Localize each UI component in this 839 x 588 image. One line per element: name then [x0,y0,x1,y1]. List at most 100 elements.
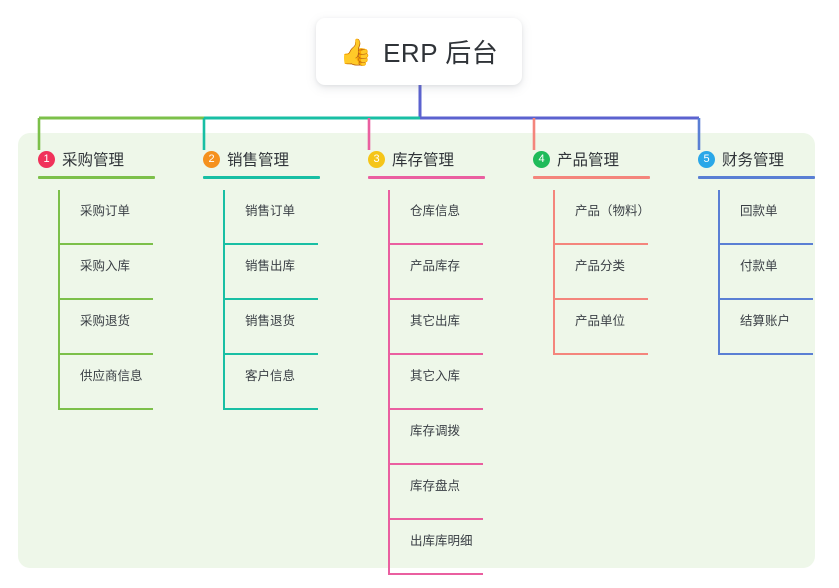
item-connector [718,245,720,300]
item-connector [58,355,60,410]
module-item[interactable]: 库存调拨 [388,410,518,465]
item-underline [388,298,483,300]
item-label: 供应商信息 [80,369,143,383]
modules-panel [18,133,815,568]
module-header-2[interactable]: 2 销售管理 [203,148,353,170]
root-node-content: 👍 ERP 后台 [340,33,499,70]
item-underline [388,408,483,410]
module-item[interactable]: 产品单位 [553,300,683,355]
item-underline [388,243,483,245]
module-column-2: 2 销售管理销售订单销售出库销售退货客户信息 [203,148,353,410]
item-connector [718,190,720,245]
module-item[interactable]: 结算账户 [718,300,839,355]
item-underline [553,353,648,355]
item-underline [388,463,483,465]
item-underline [223,353,318,355]
module-title: 销售管理 [227,152,290,169]
item-connector [223,190,225,245]
module-item[interactable]: 库存盘点 [388,465,518,520]
item-label: 销售退货 [245,314,296,328]
module-item[interactable]: 采购退货 [58,300,188,355]
module-header-3[interactable]: 3 库存管理 [368,148,518,170]
item-label: 付款单 [740,259,778,273]
module-item[interactable]: 产品分类 [553,245,683,300]
item-underline [718,298,813,300]
item-label: 产品（物料） [575,204,651,218]
item-connector [388,410,390,465]
item-connector [388,245,390,300]
item-label: 仓库信息 [410,204,461,218]
module-item[interactable]: 仓库信息 [388,190,518,245]
item-label: 库存调拨 [410,424,461,438]
item-connector [388,355,390,410]
item-underline [388,573,483,575]
module-item[interactable]: 付款单 [718,245,839,300]
module-item[interactable]: 回款单 [718,190,839,245]
item-label: 回款单 [740,204,778,218]
module-number-badge: 2 [203,150,220,168]
item-connector [553,245,555,300]
item-underline [58,353,153,355]
item-label: 客户信息 [245,369,296,383]
item-label: 产品分类 [575,259,626,273]
module-underline [368,176,485,179]
module-underline [698,176,815,179]
module-item[interactable]: 采购入库 [58,245,188,300]
item-underline [58,298,153,300]
module-item[interactable]: 其它入库 [388,355,518,410]
root-node[interactable]: 👍 ERP 后台 [316,18,522,85]
item-underline [718,353,813,355]
item-underline [223,243,318,245]
module-title: 库存管理 [392,152,455,169]
item-connector [718,300,720,355]
module-item[interactable]: 供应商信息 [58,355,188,410]
item-connector [223,245,225,300]
module-column-3: 3 库存管理仓库信息产品库存其它出库其它入库库存调拨库存盘点出库库明细 [368,148,518,575]
module-item[interactable]: 客户信息 [223,355,353,410]
module-underline [203,176,320,179]
module-item[interactable]: 采购订单 [58,190,188,245]
item-connector [223,300,225,355]
module-item[interactable]: 产品（物料） [553,190,683,245]
thumbs-up-icon: 👍 [339,36,373,67]
item-underline [718,243,813,245]
item-label: 其它入库 [410,369,461,383]
module-number-badge: 1 [38,150,55,168]
module-items: 销售订单销售出库销售退货客户信息 [223,190,353,410]
item-connector [223,355,225,410]
module-item[interactable]: 销售出库 [223,245,353,300]
module-items: 采购订单采购入库采购退货供应商信息 [58,190,188,410]
module-number-badge: 4 [533,150,550,168]
item-connector [553,300,555,355]
module-underline [533,176,650,179]
item-label: 采购退货 [80,314,131,328]
item-connector [388,190,390,245]
item-connector [388,300,390,355]
module-items: 仓库信息产品库存其它出库其它入库库存调拨库存盘点出库库明细 [388,190,518,575]
item-label: 产品库存 [410,259,461,273]
item-connector [553,190,555,245]
item-connector [58,245,60,300]
item-connector [388,520,390,575]
module-number-badge: 3 [368,150,385,168]
module-item[interactable]: 产品库存 [388,245,518,300]
module-item[interactable]: 销售退货 [223,300,353,355]
item-label: 销售订单 [245,204,296,218]
module-item[interactable]: 销售订单 [223,190,353,245]
module-item[interactable]: 其它出库 [388,300,518,355]
item-label: 其它出库 [410,314,461,328]
item-underline [58,408,153,410]
module-item[interactable]: 出库库明细 [388,520,518,575]
item-underline [58,243,153,245]
page-title: ERP 后台 [383,38,499,68]
module-items: 产品（物料） 产品分类产品单位 [553,190,683,355]
item-underline [223,408,318,410]
